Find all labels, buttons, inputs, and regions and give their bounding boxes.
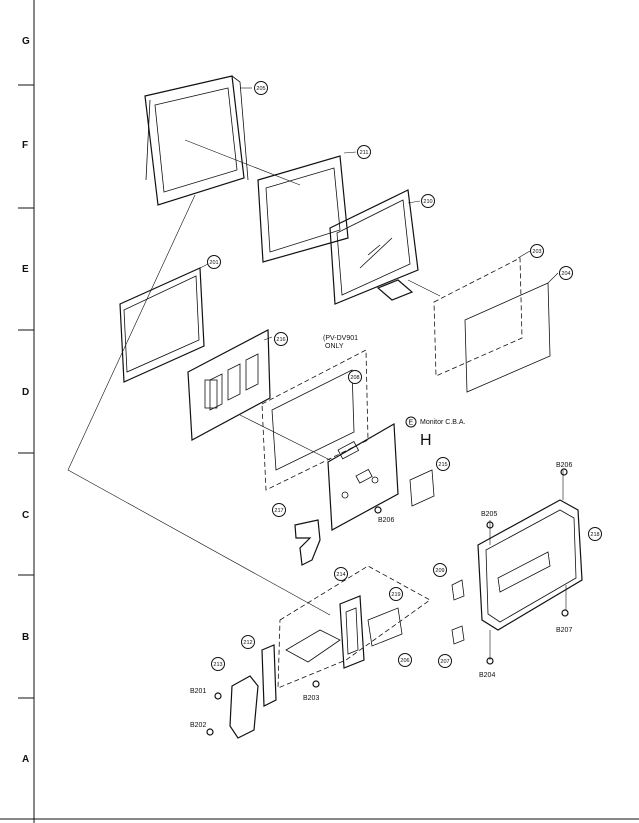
- callout-bubble-210: [421, 194, 435, 208]
- part-backlight: [119, 262, 211, 383]
- callout-208: 208: [350, 375, 359, 381]
- monitor-ref-circle: [405, 416, 417, 428]
- part-209-tab: [451, 579, 465, 601]
- screw-label-b203: B203: [303, 695, 319, 702]
- callout-201: 201: [209, 260, 218, 266]
- screw-b206-top: [560, 468, 568, 476]
- part-monitor-frame: [144, 75, 252, 206]
- callout-bubble-212: [241, 635, 255, 649]
- callout-bubble-201: [207, 255, 221, 269]
- callout-bubble-207: [438, 654, 452, 668]
- screws: [206, 468, 569, 736]
- callout-212: 212: [243, 640, 252, 646]
- screw-b204: [486, 657, 494, 665]
- callout-206: 206: [400, 658, 409, 664]
- callout-bubble-214: [334, 567, 348, 581]
- monitor-ref-letter-inner: E: [409, 420, 414, 427]
- leader-line-210: [407, 279, 441, 297]
- leader-line-main: [67, 194, 331, 616]
- callout-bubble-208: [348, 370, 362, 384]
- zone-label-g: G: [22, 36, 30, 47]
- callout-214: 214: [336, 572, 345, 578]
- zone-label-a: A: [22, 754, 29, 765]
- part-218-case: [477, 470, 583, 660]
- callout-bubble-206: [398, 653, 412, 667]
- callout-207: 207: [440, 659, 449, 665]
- callout-210: 210: [423, 199, 432, 205]
- screw-b201: [214, 692, 222, 700]
- callout-217: 217: [274, 508, 283, 514]
- screw-label-b204: B204: [479, 672, 495, 679]
- screw-b205: [486, 521, 494, 529]
- zone-label-c: C: [22, 510, 29, 521]
- pv-note-line1: (PV-DV901: [323, 335, 358, 342]
- part-208-sheet: [271, 369, 355, 471]
- callout-bubble-216: [274, 332, 288, 346]
- callout-216: 216: [276, 337, 285, 343]
- callout-205: 205: [256, 86, 265, 92]
- part-212-plate: [261, 644, 277, 707]
- part-lcd-panel: [329, 189, 421, 305]
- zone-label-d: D: [22, 387, 29, 398]
- zone-label-f: F: [22, 140, 28, 151]
- screw-label-b206-mid: B206: [378, 517, 394, 524]
- callout-bubble-209: [433, 563, 447, 577]
- callout-209: 209: [435, 568, 444, 574]
- callout-bubble-213: [211, 657, 225, 671]
- screw-b207: [561, 609, 569, 617]
- callout-bubble-215: [436, 457, 450, 471]
- leader-line-205: [184, 139, 301, 186]
- zone-label-b: B: [22, 632, 29, 643]
- callout-bubble-203: [530, 244, 544, 258]
- part-monitor-board: [327, 422, 399, 531]
- pv-note-line2: ONLY: [325, 343, 344, 350]
- part-217-bracket: [294, 519, 321, 566]
- callout-218: 218: [590, 532, 599, 538]
- callout-bubble-205: [254, 81, 268, 95]
- callout-bubble-211: [357, 145, 371, 159]
- part-holder: [187, 329, 273, 441]
- screw-label-b207: B207: [556, 627, 572, 634]
- callout-219: 219: [391, 592, 400, 598]
- part-215-sheet: [409, 469, 435, 507]
- callout-203: 203: [532, 249, 541, 255]
- screw-b206-mid: [374, 506, 382, 514]
- screw-label-b201: B201: [190, 688, 206, 695]
- part-sheets: [433, 250, 559, 393]
- monitor-cba-label: Monitor C.B.A.: [420, 419, 466, 426]
- leader-line-216: [239, 414, 331, 461]
- callout-bubble-219: [389, 587, 403, 601]
- part-214-mechanism: [285, 595, 403, 669]
- callout-204: 204: [561, 271, 570, 277]
- part-213-cover: [229, 675, 259, 739]
- monitor-h-marker: H: [420, 432, 432, 449]
- callout-211: 211: [360, 150, 369, 156]
- zone-label-e: E: [22, 264, 29, 275]
- part-207-tab: [451, 625, 465, 645]
- screw-labels: B206 B205 B206 B207 B204 B201 B202 B203: [190, 462, 572, 729]
- part-inner-frame: [257, 151, 357, 263]
- screw-label-b205: B205: [481, 511, 497, 518]
- callouts: 205 211 210 201 203 204 216 208 215 217 …: [207, 81, 602, 671]
- screw-label-b202: B202: [190, 722, 206, 729]
- callout-215: 215: [438, 462, 447, 468]
- callout-bubble-218: [588, 527, 602, 541]
- part-214-region: [277, 565, 431, 689]
- callout-213: 213: [213, 662, 222, 668]
- screw-label-b206-top: B206: [556, 462, 572, 469]
- screw-b202: [206, 728, 214, 736]
- callout-bubble-217: [272, 503, 286, 517]
- callout-bubble-204: [559, 266, 573, 280]
- screw-b203: [312, 680, 320, 688]
